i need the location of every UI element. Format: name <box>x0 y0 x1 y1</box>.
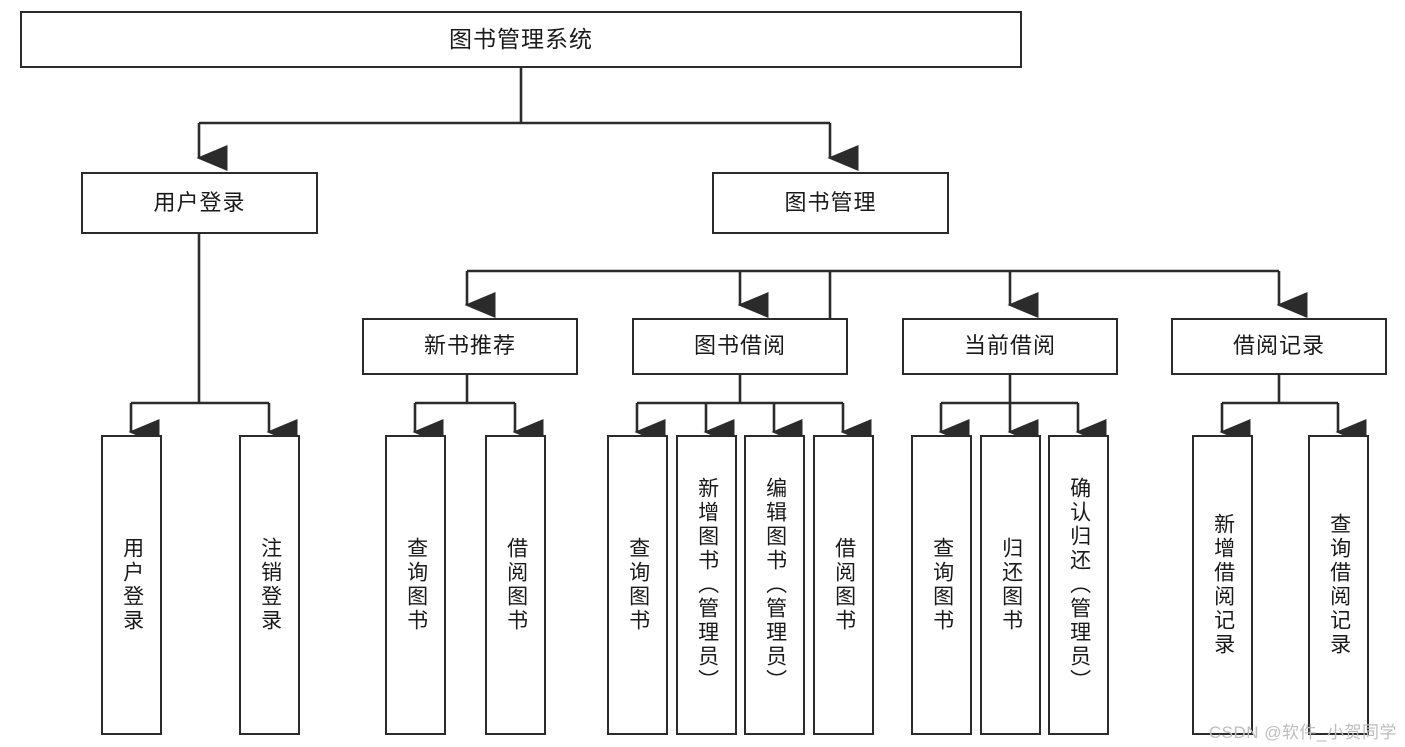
node-label: 用户登录 <box>153 189 246 215</box>
node-label: 编辑图书（管理员） <box>763 477 787 693</box>
node-label: 图书管理系统 <box>449 25 593 52</box>
node-user-login[interactable]: 用户登录 <box>81 172 318 234</box>
node-root-book-management-system[interactable]: 图书管理系统 <box>20 11 1022 68</box>
node-label: 当前借阅 <box>963 333 1056 359</box>
node-label: 用户登录 <box>120 537 144 633</box>
node-label: 借阅图书 <box>832 537 856 633</box>
leaf-user-login[interactable]: 用户登录 <box>101 435 162 735</box>
node-label: 查询图书 <box>404 537 428 633</box>
node-label: 查询图书 <box>626 537 650 633</box>
node-label: 新增图书（管理员） <box>695 477 719 693</box>
node-label: 新书推荐 <box>423 333 516 359</box>
leaf-query-book-2[interactable]: 查询图书 <box>607 435 668 735</box>
node-label: 新增借阅记录 <box>1211 513 1235 657</box>
node-label: 查询图书 <box>930 537 954 633</box>
node-book-borrow[interactable]: 图书借阅 <box>632 318 848 375</box>
leaf-return-book[interactable]: 归还图书 <box>980 435 1041 735</box>
leaf-query-book-3[interactable]: 查询图书 <box>911 435 972 735</box>
node-label: 确认归还（管理员） <box>1067 477 1091 693</box>
csdn-watermark: CSDN @软件_小贺同学 <box>1208 723 1397 742</box>
leaf-edit-book-admin[interactable]: 编辑图书（管理员） <box>744 435 805 735</box>
leaf-query-borrow-record[interactable]: 查询借阅记录 <box>1308 435 1369 735</box>
node-label: 图书管理 <box>784 189 877 215</box>
node-label: 借阅记录 <box>1232 333 1325 359</box>
leaf-borrow-book-1[interactable]: 借阅图书 <box>485 435 546 735</box>
leaf-add-borrow-record[interactable]: 新增借阅记录 <box>1192 435 1253 735</box>
node-label: 归还图书 <box>999 537 1023 633</box>
leaf-logout[interactable]: 注销登录 <box>239 435 300 735</box>
node-new-book-recommend[interactable]: 新书推荐 <box>362 318 578 375</box>
node-book-management[interactable]: 图书管理 <box>712 172 949 234</box>
leaf-query-book-1[interactable]: 查询图书 <box>385 435 446 735</box>
leaf-add-book-admin[interactable]: 新增图书（管理员） <box>676 435 737 735</box>
node-label: 查询借阅记录 <box>1327 513 1351 657</box>
leaf-confirm-return-admin[interactable]: 确认归还（管理员） <box>1048 435 1109 735</box>
leaf-borrow-book-2[interactable]: 借阅图书 <box>813 435 874 735</box>
node-label: 借阅图书 <box>504 537 528 633</box>
node-borrow-record[interactable]: 借阅记录 <box>1171 318 1387 375</box>
node-label: 图书借阅 <box>693 333 786 359</box>
node-label: 注销登录 <box>258 537 282 633</box>
node-current-borrow[interactable]: 当前借阅 <box>902 318 1118 375</box>
